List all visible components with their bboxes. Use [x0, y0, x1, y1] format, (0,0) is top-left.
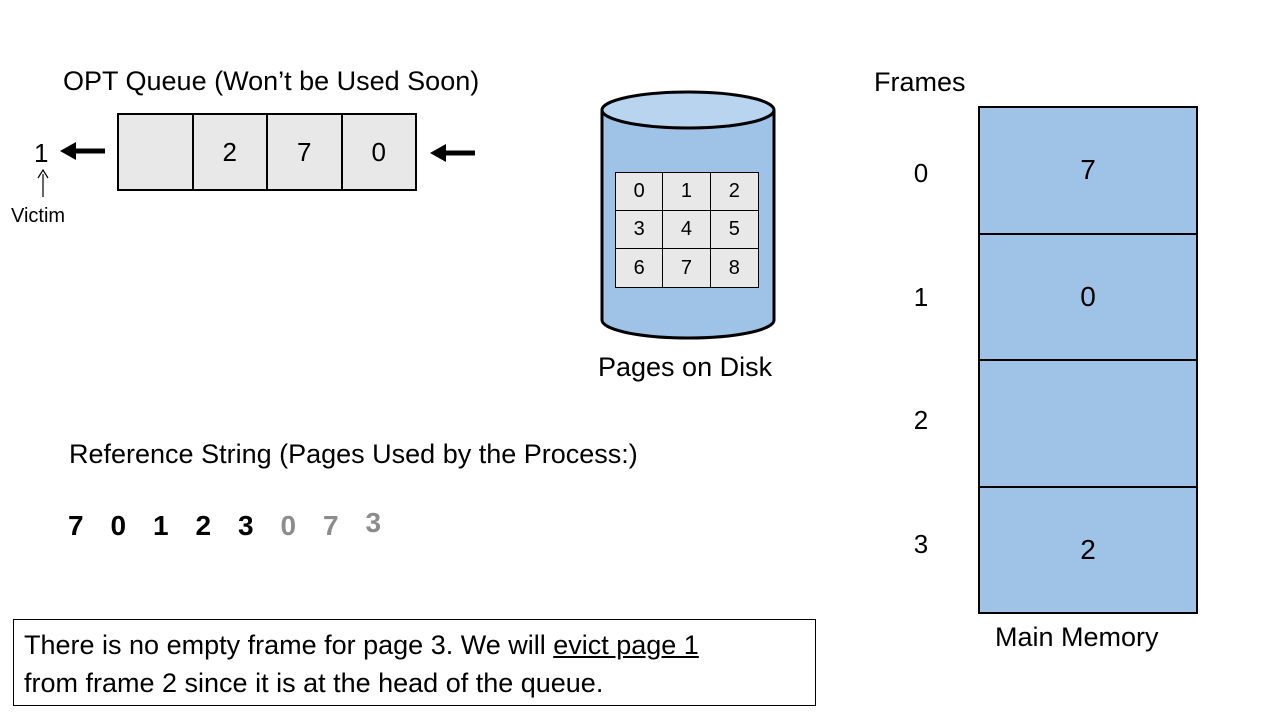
victim-label: Victim — [11, 205, 66, 227]
reference-page-future: 3 — [365, 507, 382, 538]
frame-index: 2 — [913, 405, 929, 435]
opt-queue: 2 7 0 — [117, 113, 417, 191]
queue-cell: 2 — [193, 115, 268, 189]
disk-page: 4 — [663, 211, 711, 249]
memory-frame — [980, 361, 1196, 488]
disk-page: 5 — [710, 211, 758, 249]
queue-cell: 7 — [268, 115, 343, 189]
queue-cell — [119, 115, 194, 189]
note-line-1: There is no empty frame for page 3. We w… — [24, 626, 805, 664]
memory-frame: 7 — [980, 108, 1196, 235]
dequeue-arrow-icon — [60, 142, 105, 160]
frame-index: 1 — [913, 282, 929, 312]
reference-string: 7 0 1 2 3 0 7 3 — [68, 507, 408, 542]
reference-page-future: 7 — [323, 510, 339, 541]
victim-page: 1 — [34, 138, 49, 168]
disk-page-grid: 0 1 2 3 4 5 6 7 8 — [615, 172, 759, 288]
disk-page: 0 — [616, 173, 664, 211]
frame-index: 3 — [913, 529, 929, 559]
reference-page-future: 0 — [280, 510, 297, 541]
memory-label: Main Memory — [995, 622, 1159, 652]
note-text: There is no empty frame for page 3. We w… — [24, 630, 554, 660]
disk-page: 3 — [616, 211, 664, 249]
disk-page: 1 — [663, 173, 711, 211]
memory-frame: 2 — [980, 487, 1196, 612]
queue-title: OPT Queue (Won’t be Used Soon) — [63, 66, 480, 96]
disk-page: 8 — [728, 256, 740, 279]
disk-label: Pages on Disk — [598, 352, 773, 382]
frame-index: 0 — [913, 158, 929, 188]
main-memory: 7 0 2 — [978, 106, 1198, 614]
reference-page: 1 — [153, 510, 169, 541]
reference-page: 3 — [238, 510, 254, 541]
note-line-2: from frame 2 since it is at the head of … — [24, 668, 604, 698]
enqueue-arrow-icon — [430, 144, 475, 162]
frames-title: Frames — [874, 67, 966, 97]
reference-page: 7 — [68, 510, 84, 541]
queue-cell: 0 — [342, 115, 415, 189]
reference-title: Reference String (Pages Used by the Proc… — [69, 439, 638, 469]
disk-page: 7 — [663, 249, 711, 287]
reference-page: 0 — [110, 510, 127, 541]
memory-frame: 0 — [980, 234, 1196, 361]
reference-page: 2 — [195, 510, 212, 541]
explanation-note: There is no empty frame for page 3. We w… — [13, 619, 816, 706]
disk-page: 2 — [710, 173, 758, 211]
victim-pointer-icon — [37, 168, 49, 197]
note-emphasis: evict page 1 — [553, 630, 699, 660]
disk-page: 6 — [616, 249, 664, 287]
